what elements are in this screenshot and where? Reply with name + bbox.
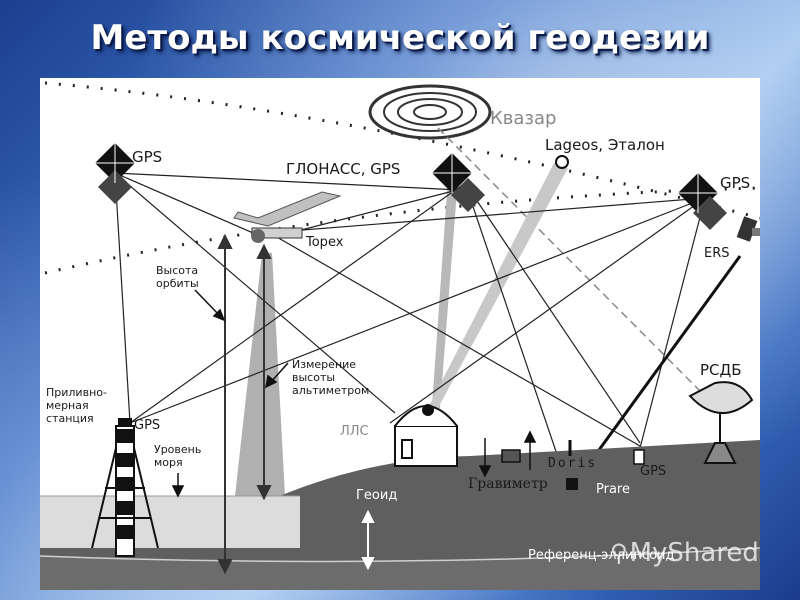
doris-label: Doris — [548, 456, 598, 471]
sea-level-label: Уровень моря — [154, 443, 202, 469]
lls-label: ЛЛС — [340, 424, 369, 439]
ellipsoid-band — [40, 548, 760, 590]
rsdb-label: РСДБ — [700, 361, 742, 379]
prare-label: Prare — [596, 482, 630, 497]
label-pointers — [171, 289, 289, 498]
gps-left-label: GPS — [132, 148, 163, 166]
quasar-galaxy — [368, 84, 492, 140]
topex-label: Topex — [306, 235, 344, 250]
lageos-satellite — [555, 155, 569, 169]
lageos-label: Lageos, Эталон — [545, 136, 665, 154]
share-icon: ⚲ — [610, 539, 628, 567]
lageos-beam-1 — [432, 178, 458, 408]
ground-terrain — [40, 440, 760, 590]
quasar-ray — [437, 127, 706, 397]
prare-station — [566, 478, 578, 490]
geodesy-diagram — [40, 81, 760, 590]
gps-satellite-right — [678, 173, 727, 230]
gps-right-label: GPS — [720, 174, 751, 192]
altimeter-beam — [235, 253, 285, 496]
ers-label: ERS — [704, 246, 730, 261]
watermark-text: MyShared — [629, 538, 759, 568]
altimeter-label: Измерение высоты альтиметром — [292, 358, 370, 397]
gravimeter-label: Гравиметр — [468, 476, 548, 492]
diagram-panel: GPS ГЛОНАСС, GPS Квазар Lageos, Эталон G… — [40, 78, 760, 590]
topex-satellite — [233, 191, 342, 243]
gps-satellite-left — [95, 143, 135, 204]
geoid-label: Геоид — [356, 488, 398, 503]
tide-gps-antenna — [118, 418, 132, 426]
glonass-satellite — [432, 153, 485, 212]
page-title: Методы космической геодезии — [90, 18, 710, 58]
geoid-arrow — [361, 509, 375, 571]
ers-link — [573, 255, 742, 484]
ellipsoid-line — [40, 547, 760, 563]
gravimeter-marker — [478, 430, 537, 478]
tide-station-label: Приливно-мерная станция — [46, 386, 107, 425]
orbit-height-arrow — [217, 233, 233, 575]
altimeter-arrow — [256, 243, 272, 501]
gps-tide-label: GPS — [134, 418, 161, 433]
sea-surface — [40, 496, 300, 548]
watermark: ⚲MyShared — [610, 538, 759, 568]
ground-gps-antenna — [633, 449, 645, 465]
lls-observatory — [394, 404, 458, 467]
orbit-height-label: Высота орбиты — [156, 264, 199, 290]
lageos-beam-2 — [430, 163, 568, 408]
rsdb-dish — [688, 381, 754, 464]
ellipsoid-label: Референц-эллипсоид — [528, 548, 675, 563]
gps-ground-label: GPS — [640, 464, 667, 479]
ers-satellite — [736, 216, 760, 242]
kvazar-label: Квазар — [490, 108, 557, 129]
glonass-label: ГЛОНАСС, GPS — [286, 160, 401, 178]
inner-orbit — [44, 186, 760, 275]
